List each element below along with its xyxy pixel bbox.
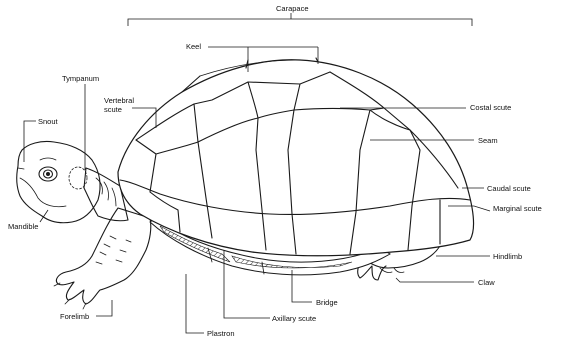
snout-leader bbox=[24, 121, 36, 162]
label-costal-scute: Costal scute bbox=[470, 103, 511, 112]
carapace-bracket bbox=[128, 13, 472, 26]
head bbox=[17, 141, 100, 222]
label-caudal-scute: Caudal scute bbox=[487, 184, 531, 193]
label-axillary-scute: Axillary scute bbox=[272, 314, 316, 323]
label-tympanum: Tympanum bbox=[62, 74, 99, 83]
forelimb bbox=[54, 208, 151, 309]
label-seam: Seam bbox=[478, 136, 498, 145]
plastron-leader bbox=[186, 274, 204, 333]
forelimb-leader bbox=[96, 300, 112, 316]
label-carapace: Carapace bbox=[276, 4, 309, 13]
label-mandible: Mandible bbox=[8, 222, 38, 231]
label-snout: Snout bbox=[38, 117, 58, 126]
label-plastron: Plastron bbox=[207, 329, 235, 338]
label-claw: Claw bbox=[478, 278, 495, 287]
label-bridge: Bridge bbox=[316, 298, 338, 307]
label-vertebral-scute: Vertebral scute bbox=[104, 96, 144, 114]
label-hindlimb: Hindlimb bbox=[493, 252, 522, 261]
label-forelimb: Forelimb bbox=[60, 312, 89, 321]
label-marginal-scute: Marginal scute bbox=[493, 204, 542, 213]
carapace bbox=[118, 58, 474, 256]
claw-leader bbox=[396, 278, 474, 282]
label-keel: Keel bbox=[186, 42, 201, 51]
